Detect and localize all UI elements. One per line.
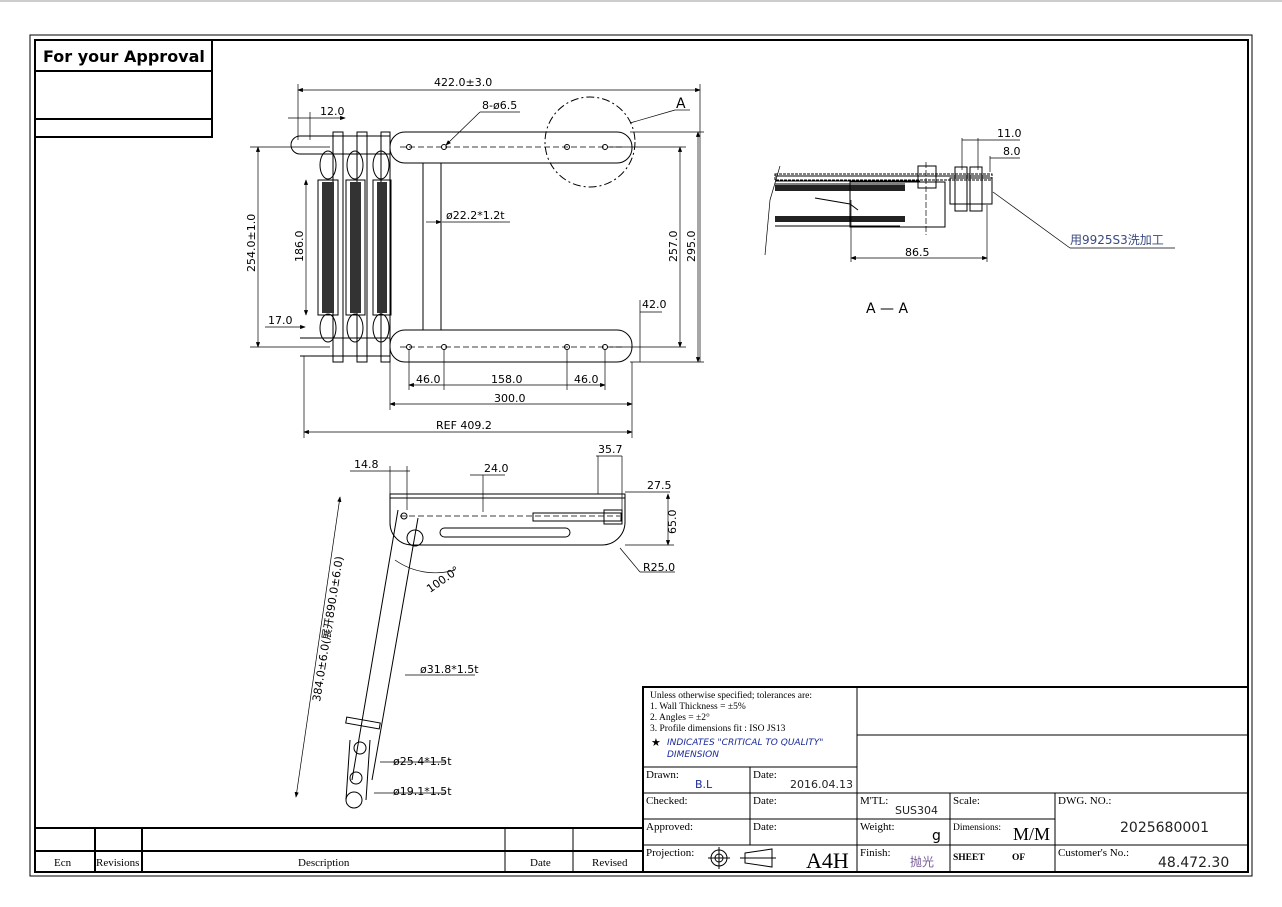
note-0: Unless otherwise specified; tolerances a… <box>650 690 812 701</box>
cross-tube <box>422 162 442 331</box>
checked-date-label: Date: <box>753 795 777 807</box>
rev-header-description: Description <box>298 857 350 869</box>
approval-box: For your Approval <box>34 39 213 138</box>
dim-27: 27.5 <box>647 479 672 492</box>
ctq-line1: INDICATES "CRITICAL TO QUALITY" <box>667 738 823 748</box>
dim-hole-158: 158.0 <box>491 373 523 386</box>
drawn-value: B.L <box>695 778 713 791</box>
dim-rail-300: 300.0 <box>494 392 526 405</box>
approval-title: For your Approval <box>43 47 205 66</box>
drawn-date-label: Date: <box>753 769 777 781</box>
sheet-label: SHEET <box>953 853 985 863</box>
dim-holes: 8-ø6.5 <box>482 99 517 112</box>
rev-header-ecn: Ecn <box>54 857 72 869</box>
process-note: 用9925S3洗加工 <box>1070 233 1164 247</box>
paper-size: A4H <box>806 848 849 873</box>
finish-value: 抛光 <box>910 854 934 869</box>
dwg-label: DWG. NO.: <box>1058 795 1111 807</box>
rev-header-revised: Revised <box>592 857 628 869</box>
scale-label: Scale: <box>953 795 980 807</box>
dim-end-offset: 12.0 <box>320 105 345 118</box>
dim-r25: R25.0 <box>643 561 675 574</box>
star-icon: ★ <box>651 737 661 749</box>
drawn-label: Drawn: <box>646 769 679 781</box>
section-mark: A <box>676 96 686 112</box>
rail-holes <box>400 144 625 350</box>
dim-11: 11.0 <box>997 127 1022 140</box>
rev-header-revisions: Revisions <box>96 857 139 869</box>
dim-hole-46b: 46.0 <box>574 373 599 386</box>
ctq-line2: DIMENSION <box>667 750 719 760</box>
of-label: OF <box>1012 853 1025 863</box>
outer-border <box>29 34 1253 877</box>
dim-14: 14.8 <box>354 458 379 471</box>
dimensions-value: M/M <box>1013 824 1050 844</box>
dim-ref: REF 409.2 <box>436 419 492 432</box>
revision-table: Ecn Revisions Description Date Revised <box>35 827 643 872</box>
dim-left-17: 17.0 <box>268 314 293 327</box>
dim-tube: ø22.2*1.2t <box>446 209 505 222</box>
drawn-date: 2016.04.13 <box>790 778 853 791</box>
first-angle-projection-icon <box>708 847 776 869</box>
dim-24: 24.0 <box>484 462 509 475</box>
dim-hole-46a: 46.0 <box>416 373 441 386</box>
dim-86: 86.5 <box>905 246 930 259</box>
dim-angle: 100.0° <box>424 564 462 596</box>
top-view: 422.0±3.0 12.0 8-ø6.5 A ø22.2*1.2t 254.0… <box>245 76 704 438</box>
material-label: M'TL: <box>860 795 888 807</box>
inner-border <box>34 39 1249 873</box>
dim-tube-191: ø19.1*1.5t <box>393 785 452 798</box>
dim-8: 8.0 <box>1003 145 1021 158</box>
approved-label: Approved: <box>646 821 693 833</box>
customer-label: Customer's No.: <box>1058 847 1129 859</box>
weight-value: g <box>932 828 941 844</box>
top-rail <box>389 131 633 164</box>
rev-header-date: Date <box>530 857 551 869</box>
dim-width-257: 257.0 <box>667 231 680 263</box>
dim-tube-318: ø31.8*1.5t <box>420 663 479 676</box>
steps <box>290 131 392 363</box>
note-3: 3. Profile dimensions fit : ISO JS13 <box>650 723 786 734</box>
approved-date-label: Date: <box>753 821 777 833</box>
dim-35: 35.7 <box>598 443 623 456</box>
material-value: SUS304 <box>895 804 938 817</box>
detail-circle <box>544 96 636 188</box>
note-1: 1. Wall Thickness = ±5% <box>650 702 746 712</box>
section-view: 11.0 8.0 86.5 用9925S3洗加工 A — A <box>764 127 1175 317</box>
dim-step-186: 186.0 <box>293 231 306 263</box>
dim-65: 65.0 <box>666 510 679 535</box>
side-view: 14.8 24.0 35.7 27.5 65.0 R25.0 100.0° 38… <box>294 443 679 809</box>
note-2: 2. Angles = ±2° <box>650 712 710 723</box>
checked-label: Checked: <box>646 795 688 807</box>
finish-label: Finish: <box>860 847 891 859</box>
dwg-value: 2025680001 <box>1120 820 1209 836</box>
projection-label: Projection: <box>646 847 694 859</box>
customer-value: 48.472.30 <box>1158 855 1229 871</box>
dim-tube-254: ø25.4*1.5t <box>393 755 452 768</box>
dim-rail-42: 42.0 <box>642 298 667 311</box>
dim-width-295: 295.0 <box>685 231 698 263</box>
section-label: A — A <box>866 301 908 317</box>
title-block: Unless otherwise specified; tolerances a… <box>642 686 1249 873</box>
weight-label: Weight: <box>860 821 895 833</box>
dim-overall-length: 422.0±3.0 <box>434 76 492 89</box>
dimensions-label: Dimensions: <box>953 823 1001 833</box>
dim-width-254: 254.0±1.0 <box>245 214 258 272</box>
bottom-rail <box>389 329 633 363</box>
